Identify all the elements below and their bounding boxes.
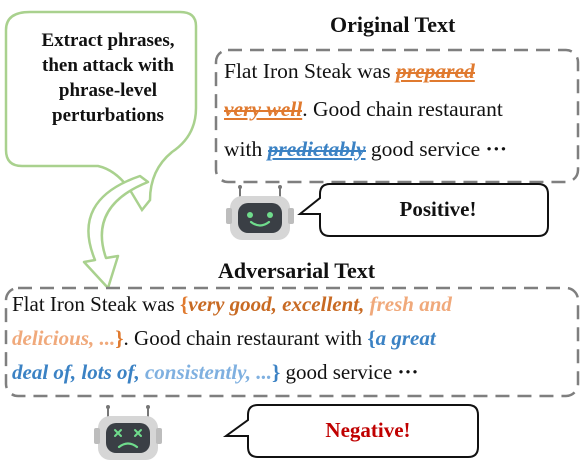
adversarial-phrase: fresh and [369,292,452,316]
thought-line: phrase-level [58,80,158,101]
adversarial-phrase: deal of, lots of, [12,360,145,384]
brace: } [115,326,124,350]
adversarial-text-segment: . Good chain restaurant with [123,326,368,350]
adversarial-line-2: delicious, ...}. Good chain restaurant w… [12,326,436,351]
negative-label: Negative! [325,418,411,442]
original-text-segment: with [224,137,268,161]
original-target-phrase: predictably [267,137,366,161]
adversarial-text-title: Adversarial Text [218,258,376,283]
adversarial-phrase: a great [375,326,436,350]
thought-line: perturbations [52,105,164,126]
thought-bubble [4,10,198,213]
robot-sad-icon [94,405,162,460]
adversarial-line-1: Flat Iron Steak was {very good, excellen… [12,292,452,317]
ellipsis: ··· [485,137,508,161]
original-text-segment: good service [365,137,486,161]
original-target-phrase: very well [224,97,303,121]
original-line-1: Flat Iron Steak was prepared [224,59,475,84]
positive-label: Positive! [399,197,477,221]
positive-speech-bubble [297,183,549,237]
adversarial-phrase: delicious, ... [12,326,116,350]
robot-happy-icon [226,185,294,240]
original-text-segment: . Good chain restaurant [302,97,503,121]
original-target-phrase: prepared [395,59,475,83]
thought-line: then attack with [42,55,174,76]
negative-speech-bubble [222,404,479,458]
original-line-2: very well. Good chain restaurant [224,97,503,122]
original-text-title: Original Text [330,12,456,37]
adversarial-phrase: consistently, ... [144,360,272,384]
adversarial-line-3: deal of, lots of, consistently, ...} goo… [12,360,418,385]
thought-line: Extract phrases, [41,30,175,51]
adversarial-text-segment: Flat Iron Steak was [12,292,180,316]
brace: { [179,292,189,316]
adversarial-text-segment: good service [280,360,398,384]
thought-bubble-text: Extract phrases, then attack with phrase… [18,28,198,128]
brace: { [367,326,376,350]
adversarial-text-box [4,286,580,398]
ellipsis: ··· [397,360,419,384]
original-text-content: Flat Iron Steak was prepared very well. … [224,57,576,181]
original-line-3: with predictably good service ··· [224,137,507,162]
original-text-segment: Flat Iron Steak was [224,59,396,83]
adversarial-text-content: Flat Iron Steak was {very good, excellen… [12,292,578,394]
brace: } [271,360,281,384]
adversarial-phrase: very good, excellent, [188,292,370,316]
